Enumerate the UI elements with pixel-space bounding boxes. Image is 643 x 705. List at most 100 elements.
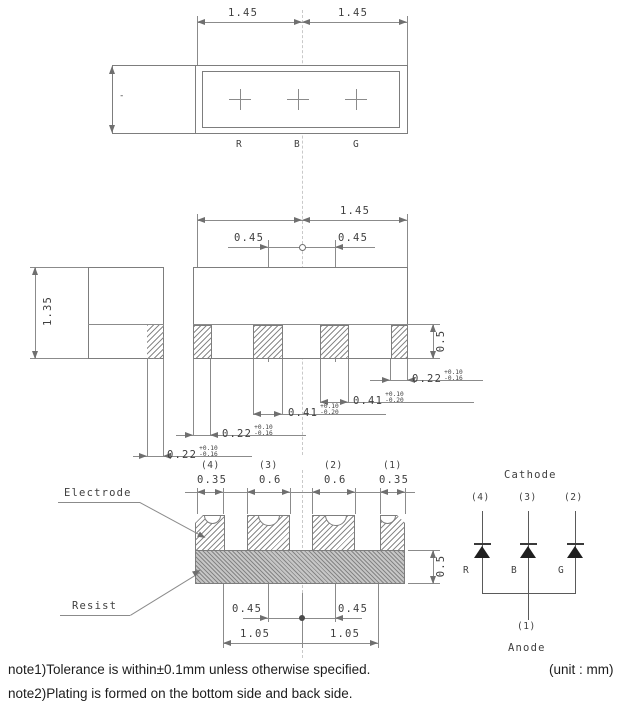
circuit-bus bbox=[482, 593, 576, 594]
callout-1: 0.41+0.10-0.20 bbox=[353, 390, 404, 407]
castellation-notch bbox=[325, 516, 347, 526]
dim-package-height: 1.35 bbox=[42, 295, 54, 327]
arrowhead bbox=[253, 411, 261, 417]
arrowhead bbox=[430, 324, 436, 332]
arrowhead bbox=[370, 640, 378, 646]
extension-line bbox=[193, 359, 194, 435]
diode-label-g: G bbox=[558, 565, 565, 576]
extension-line bbox=[268, 584, 269, 622]
dim-offset-right: 0.45 bbox=[338, 232, 369, 244]
arrowhead bbox=[347, 489, 355, 495]
callout-leader bbox=[320, 402, 474, 403]
diode-label-b: B bbox=[511, 565, 518, 576]
extension-line bbox=[335, 584, 336, 622]
arrowhead bbox=[197, 19, 205, 25]
anode-label: Anode bbox=[508, 642, 546, 654]
arrowhead bbox=[380, 489, 388, 495]
dim-offset-left: 0.45 bbox=[234, 232, 265, 244]
unit-note: (unit : mm) bbox=[549, 662, 614, 677]
diode-cathode-bar bbox=[520, 543, 537, 545]
circuit-pin-3: (3) bbox=[518, 492, 537, 503]
extension-line bbox=[348, 359, 349, 402]
arrowhead bbox=[294, 217, 302, 223]
side-view-parting-line bbox=[88, 324, 164, 325]
dimension-line bbox=[433, 324, 434, 358]
arrowhead bbox=[407, 377, 415, 383]
arrowhead bbox=[210, 432, 218, 438]
arrowhead bbox=[382, 377, 390, 383]
dim-top-right: 1.45 bbox=[338, 7, 369, 19]
circuit-pin-4: (4) bbox=[471, 492, 490, 503]
arrowhead bbox=[302, 19, 310, 25]
dim-total-width: 1.45 bbox=[340, 205, 371, 217]
castellation-notch bbox=[380, 515, 396, 524]
pad-width-2: 0.6 bbox=[324, 474, 347, 486]
die-cross-g bbox=[356, 89, 357, 110]
datum-circle bbox=[299, 244, 306, 251]
diode-symbol-g bbox=[567, 546, 583, 558]
dim-inner-left: 0.45 bbox=[232, 603, 263, 615]
die-cross-r bbox=[240, 89, 241, 110]
arrowhead bbox=[340, 399, 348, 405]
arrowhead bbox=[215, 489, 223, 495]
extension-line bbox=[408, 583, 440, 584]
extension-line bbox=[408, 324, 440, 325]
bottom-pad-4 bbox=[195, 515, 225, 551]
cathode-label: Cathode bbox=[504, 469, 557, 481]
extension-line bbox=[197, 16, 198, 65]
arrowhead bbox=[335, 244, 343, 250]
diode-symbol-b bbox=[520, 546, 536, 558]
arrowhead bbox=[197, 489, 205, 495]
pad-width-4: 0.35 bbox=[197, 474, 228, 486]
bottom-pad-1 bbox=[380, 515, 405, 551]
arrowhead bbox=[397, 489, 405, 495]
side-dim-mark: - bbox=[119, 91, 126, 101]
dim-top-left: 1.45 bbox=[228, 7, 259, 19]
dimension-line bbox=[223, 643, 378, 644]
arrowhead bbox=[260, 615, 268, 621]
extension-line bbox=[247, 488, 248, 514]
dimension-line bbox=[185, 492, 415, 493]
arrowhead bbox=[320, 399, 328, 405]
note1-text: note1)Tolerance is within±0.1mm unless o… bbox=[8, 662, 371, 677]
arrowhead bbox=[197, 217, 205, 223]
arrowhead bbox=[430, 576, 436, 584]
resist-label: Resist bbox=[72, 600, 118, 612]
extension-line bbox=[408, 550, 440, 551]
callout-leader bbox=[370, 380, 483, 381]
arrowhead bbox=[32, 267, 38, 275]
circuit-pin-1: (1) bbox=[517, 621, 536, 632]
arrowhead bbox=[302, 217, 310, 223]
arrowhead bbox=[139, 453, 147, 459]
callout-leader bbox=[176, 435, 306, 436]
circuit-wire bbox=[528, 593, 529, 620]
callout-2: 0.41+0.10-0.20 bbox=[288, 402, 339, 419]
extension-line bbox=[197, 214, 198, 267]
leader-line bbox=[60, 615, 130, 616]
diode-cathode-bar bbox=[567, 543, 584, 545]
leader-line bbox=[130, 572, 201, 616]
dimension-line bbox=[433, 550, 434, 583]
side-view-electrode bbox=[147, 325, 164, 359]
extension-line bbox=[380, 488, 381, 514]
callout-leader bbox=[133, 456, 252, 457]
extension-line bbox=[378, 584, 379, 648]
castellation-notch bbox=[204, 516, 221, 524]
extension-line bbox=[30, 358, 88, 359]
extension-line bbox=[197, 488, 198, 514]
arrowhead bbox=[282, 489, 290, 495]
dim-resist-height: 0.5 bbox=[435, 554, 447, 578]
extension-line bbox=[253, 359, 254, 414]
note2-text: note2)Plating is formed on the bottom si… bbox=[8, 686, 353, 701]
pad-width-3: 0.6 bbox=[259, 474, 282, 486]
electrode-label: Electrode bbox=[64, 487, 132, 499]
arrowhead bbox=[109, 125, 115, 133]
callout-0: 0.22+0.10-0.16 bbox=[412, 368, 463, 385]
pin-number-1: (1) bbox=[383, 460, 402, 471]
arrowhead bbox=[247, 489, 255, 495]
arrowhead bbox=[335, 615, 343, 621]
die-cross-b bbox=[298, 89, 299, 110]
extension-line bbox=[223, 488, 224, 514]
bottom-pad-3 bbox=[247, 515, 290, 551]
